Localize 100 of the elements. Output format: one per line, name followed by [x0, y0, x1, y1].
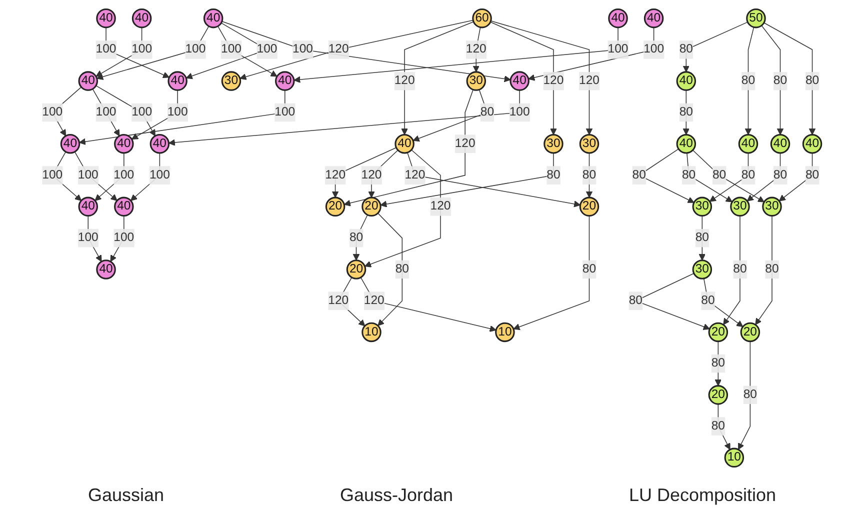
- edge-label: 100: [292, 42, 314, 56]
- edge-label: 100: [168, 105, 188, 118]
- edge-label: 80: [765, 262, 780, 276]
- arrow: [368, 149, 399, 198]
- arrow: [586, 152, 593, 198]
- arrow: [92, 88, 120, 136]
- edge-label: 100: [114, 230, 134, 244]
- edge-label: 80: [806, 74, 820, 87]
- arrow: [723, 214, 741, 325]
- arrow: [745, 26, 754, 135]
- edge-label: 120: [466, 42, 487, 56]
- arrow: [332, 146, 397, 198]
- node-circle: 20: [362, 196, 382, 216]
- arrow: [360, 276, 497, 332]
- edge-label: 80: [680, 42, 694, 56]
- arrow: [718, 403, 731, 450]
- arrow: [168, 89, 520, 146]
- edge-label: 120: [579, 74, 600, 87]
- arrow: [686, 152, 733, 202]
- node-circle: 40: [60, 133, 80, 154]
- arrow: [738, 340, 751, 450]
- arrow: [96, 84, 156, 136]
- arrow: [490, 20, 593, 135]
- arrow: [407, 152, 581, 207]
- edge-label: 80: [546, 168, 561, 181]
- diagram-caption: Gaussian: [88, 484, 164, 506]
- node-circle: 30: [544, 133, 564, 154]
- edge-label: 100: [132, 105, 152, 118]
- node-circle: 20: [580, 196, 600, 216]
- edge-label: 120: [364, 293, 385, 307]
- edge-label: 120: [362, 168, 382, 181]
- edge-label: 80: [396, 262, 410, 276]
- arrow: [378, 212, 403, 326]
- arrow: [683, 89, 690, 135]
- edge-label: 100: [608, 42, 628, 56]
- node-circle: 20: [708, 384, 728, 404]
- edge-label: 120: [543, 74, 564, 87]
- arrow: [683, 21, 748, 72]
- node-circle: 40: [394, 133, 415, 154]
- edge-label: 80: [629, 293, 643, 307]
- node-circle: 40: [676, 133, 696, 154]
- node-circle: 40: [802, 133, 822, 154]
- node-circle: 40: [608, 8, 628, 28]
- edge-label: 100: [132, 42, 152, 56]
- arrow: [490, 21, 558, 135]
- edge-label: 120: [328, 42, 350, 56]
- edge-label: 80: [806, 168, 820, 181]
- arrow: [222, 20, 512, 82]
- arrow: [132, 89, 178, 140]
- arrow: [218, 25, 278, 76]
- node-circle: 30: [222, 70, 242, 90]
- edge-label: 100: [114, 168, 134, 181]
- edge-label: 100: [185, 42, 206, 56]
- edge-label: 80: [733, 262, 748, 276]
- node-circle: 40: [738, 133, 758, 154]
- diagram-caption: Gauss-Jordan: [340, 484, 454, 506]
- node-circle: 30: [730, 196, 750, 216]
- arrow: [130, 152, 160, 200]
- arrow: [106, 26, 170, 78]
- node-circle: 40: [96, 259, 116, 279]
- node-circle: 30: [580, 133, 600, 154]
- node-circle: 40: [168, 70, 188, 90]
- node-circle: 40: [676, 70, 696, 90]
- edge-label: 80: [696, 230, 710, 244]
- edge-label: 80: [742, 168, 756, 181]
- arrow: [692, 149, 765, 202]
- arrow: [710, 152, 749, 202]
- node-circle: 40: [78, 70, 98, 90]
- edge-label: 100: [150, 168, 170, 181]
- edge-label: 80: [712, 356, 726, 370]
- arrow: [401, 20, 474, 135]
- edge-label: 80: [712, 168, 726, 181]
- arrow: [761, 24, 784, 135]
- node-circle: 40: [132, 8, 152, 28]
- node-circle: 20: [740, 322, 760, 342]
- edge-label: 80: [774, 168, 788, 181]
- edge-label: 80: [632, 168, 646, 181]
- edge-label: 80: [744, 388, 758, 401]
- node-circle: 20: [346, 259, 366, 279]
- node-circle: 10: [495, 322, 516, 342]
- node-circle: 30: [692, 196, 712, 216]
- edge-label: 100: [274, 105, 296, 118]
- arrow: [513, 214, 590, 330]
- node-circle: 40: [510, 70, 530, 90]
- edge-label: 120: [430, 199, 451, 212]
- arrow: [364, 148, 442, 267]
- edge-label: 80: [701, 293, 716, 307]
- edge-label: 100: [221, 42, 242, 56]
- arrow: [74, 150, 118, 200]
- edge-label: 100: [257, 42, 278, 56]
- node-circle: 30: [762, 196, 782, 216]
- diagram-caption: LU Decomposition: [628, 484, 776, 506]
- node-circle: 40: [204, 8, 224, 28]
- edge-label: 80: [582, 168, 596, 181]
- edge-label: 80: [712, 418, 726, 432]
- arrow: [473, 26, 481, 72]
- edge-label: 120: [404, 168, 426, 181]
- edge-label: 80: [682, 168, 696, 181]
- node-circle: 30: [466, 70, 486, 90]
- edge-label: 100: [78, 168, 99, 181]
